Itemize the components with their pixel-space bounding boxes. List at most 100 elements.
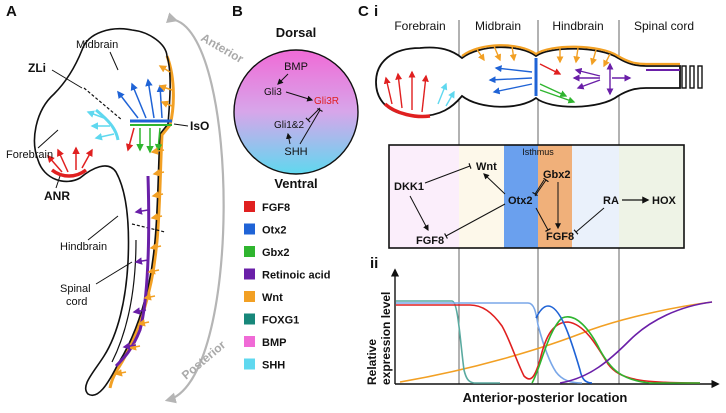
forebrain-label: Forebrain (6, 149, 53, 161)
ventral-label: Ventral (274, 176, 317, 191)
anr-leader (55, 175, 61, 189)
midbrain-label: Midbrain (76, 39, 118, 51)
panel-c-label: C (358, 3, 369, 20)
curve-shh (396, 300, 500, 384)
shh-to-gli12 (285, 132, 292, 145)
legend-swatch-retinoic-acid (244, 268, 255, 280)
tube-wnt-outline (461, 44, 680, 66)
net-fgf8-right: FGF8 (546, 231, 574, 243)
ylabel-line-1: Relative (365, 339, 379, 385)
zli-boundary (83, 87, 123, 121)
tube-tail-1 (681, 65, 687, 89)
tube-wnt-arrows (475, 45, 611, 68)
curve-ra (559, 301, 713, 384)
tube-anr (383, 102, 431, 119)
spinal-cord-label-2: cord (66, 296, 87, 308)
neural-tube-outline (375, 46, 681, 117)
gbx2-arrows (136, 127, 163, 154)
net-gbx2: Gbx2 (543, 169, 571, 181)
legend-swatch-otx2 (244, 223, 255, 235)
ap-axis-arc (164, 12, 225, 404)
tube-otx2-arrows (488, 65, 533, 95)
dorsal-label: Dorsal (276, 25, 316, 40)
net-dkk1: DKK1 (394, 181, 424, 193)
legend-swatch-bmp (244, 336, 255, 347)
ylabel-line-2: expression level (379, 292, 393, 385)
curve-wnt (399, 301, 713, 383)
fgf8-arrows (47, 127, 135, 173)
forebrain-leader (37, 129, 59, 149)
ra-line (114, 175, 151, 368)
panel-c: C i Forebrain Midbrain Hindbrain Spinal … (358, 3, 720, 405)
zli-label: ZLi (28, 61, 46, 75)
tube-gbx2-arrows (539, 83, 576, 104)
region-midbrain: Midbrain (475, 19, 521, 33)
net-bg-hindbrain (572, 145, 619, 248)
legend-swatch-foxg1 (244, 313, 255, 325)
gli3r-node: Gli3R (314, 96, 339, 107)
inner-cord-line (111, 239, 137, 363)
net-bg-isthmus-otx2 (504, 145, 538, 248)
net-bg-forebrain (389, 145, 459, 248)
panel-ci-label: i (374, 3, 378, 20)
legend-label-fgf8: FGF8 (262, 202, 290, 214)
legend-label-wnt: Wnt (262, 292, 283, 304)
region-hindbrain: Hindbrain (552, 19, 603, 33)
neural-tube-section (233, 49, 359, 175)
gene-network: Isthmus Wnt DKK1 FGF8 Otx2 Gbx2 FGF8 RA … (388, 144, 685, 249)
spinal-cord-leader (95, 261, 133, 285)
zli-leader (51, 69, 83, 89)
net-hox: HOX (652, 195, 677, 207)
iso-leader (173, 123, 189, 127)
curve-gbx2 (531, 316, 700, 384)
gli3-node: Gli3 (264, 87, 282, 98)
otx2-to-wnt (483, 173, 506, 195)
shh-node: SHH (284, 146, 307, 158)
iso-label: IsO (190, 119, 209, 133)
panel-a: A Anterior Posterior (6, 3, 246, 404)
spinal-cord-label-1: Spinal (60, 283, 91, 295)
net-otx2: Otx2 (508, 195, 532, 207)
hindbrain-label: Hindbrain (60, 241, 107, 253)
tube-tail-3 (697, 65, 703, 89)
otx2-inhibits-fgf8-right (535, 207, 551, 232)
ra-inhibits-fgf8 (573, 207, 605, 235)
net-bg-isthmus-gbx2 (538, 145, 572, 248)
legend-label-otx2: Otx2 (262, 225, 286, 237)
panel-a-label: A (6, 3, 17, 20)
legend-swatch-gbx2 (244, 246, 255, 257)
embryo-outline (33, 28, 171, 397)
anr-label: ANR (44, 189, 70, 203)
legend-swatch-wnt (244, 291, 255, 302)
panel-b-label: B (232, 3, 243, 20)
wnt-arrows (114, 65, 173, 377)
region-spinal-cord: Spinal cord (634, 19, 694, 33)
panel-b: B Dorsal Ventral BMP Gli3 Gli3R Gli1&2 S… (232, 3, 359, 191)
legend-label-retinoic-acid: Retinoic acid (262, 270, 330, 282)
xlabel: Anterior-posterior location (463, 390, 628, 405)
tube-fgf8-arrows (383, 63, 562, 113)
midbrain-leader (109, 51, 119, 71)
shh-arrows (86, 110, 115, 141)
dkk1-inhibits-wnt (424, 162, 472, 184)
otx2-arrows (117, 78, 165, 119)
tube-ra-arrows (572, 62, 632, 96)
legend-label-gbx2: Gbx2 (262, 247, 290, 259)
bmp-node: BMP (284, 61, 308, 73)
curve-fgf8-red (396, 304, 701, 384)
net-bg-midbrain (459, 145, 504, 248)
net-ra: RA (603, 195, 619, 207)
gli12-node: Gli1&2 (274, 120, 304, 131)
panel-cii-label: ii (370, 255, 378, 272)
gbx2-inhibits-otx2 (532, 179, 545, 197)
posterior-label: Posterior (179, 337, 229, 382)
legend-label-bmp: BMP (262, 337, 286, 349)
net-bg-spinal (619, 145, 684, 248)
net-fgf8-left: FGF8 (416, 235, 444, 247)
net-wnt: Wnt (476, 161, 497, 173)
curve-blue-dip (535, 305, 593, 384)
region-forebrain: Forebrain (394, 19, 445, 33)
otx2-inhibits-fgf8 (444, 203, 506, 239)
bmp-to-gli3 (277, 73, 289, 85)
